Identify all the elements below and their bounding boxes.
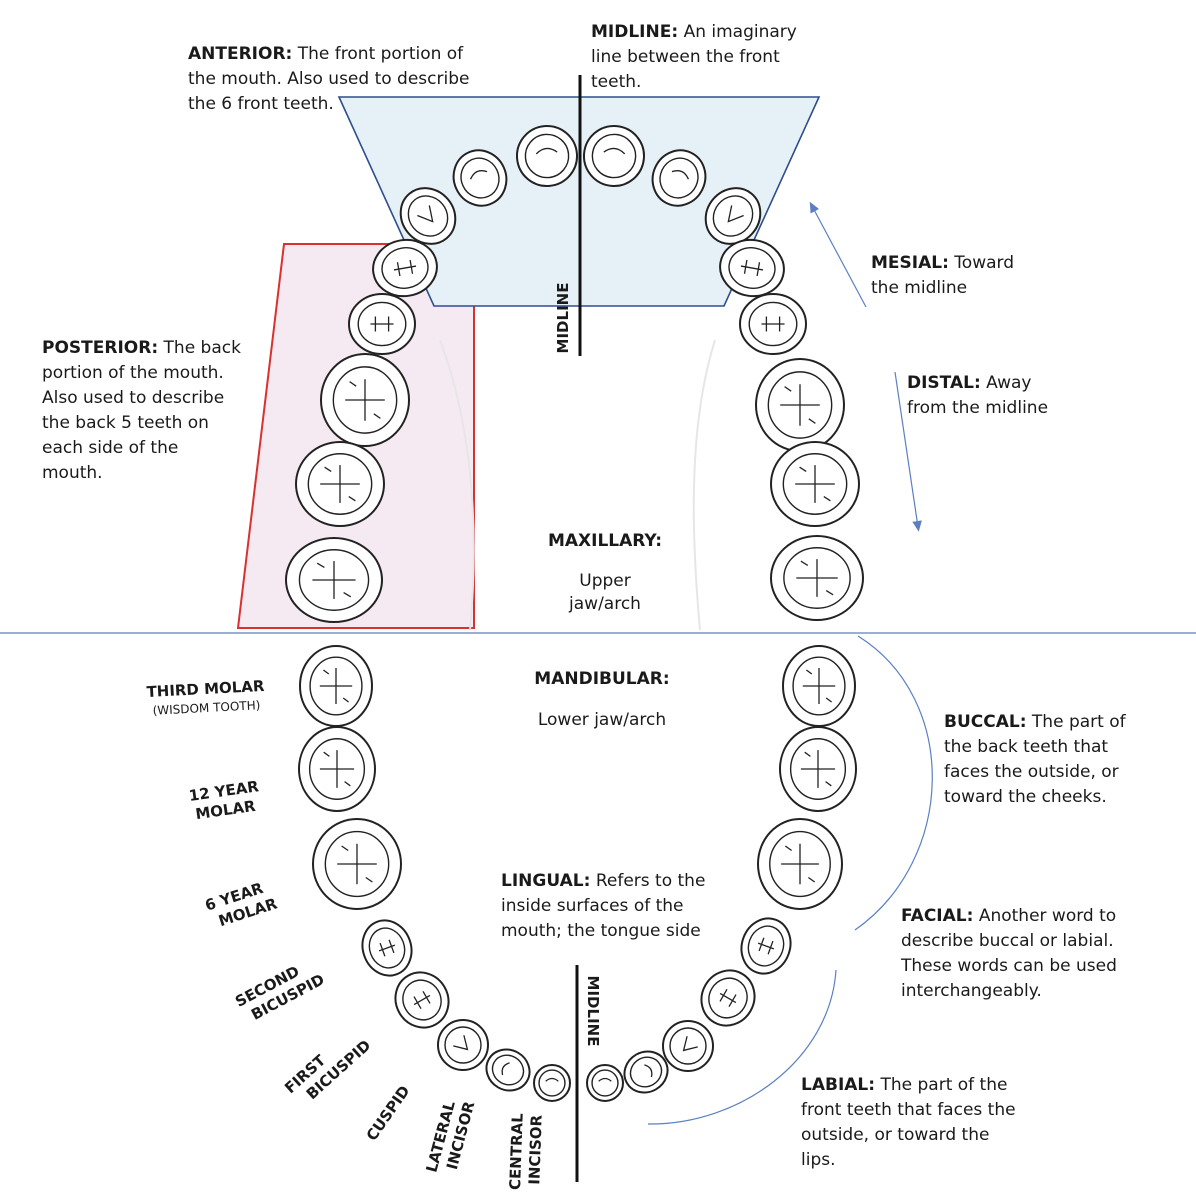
- lower-left-third-molar: [299, 645, 373, 727]
- lingual-term: LINGUAL:: [501, 871, 591, 891]
- facial-definition: FACIAL: Another word to describe buccal …: [901, 904, 1141, 1004]
- third-molar-label: THIRD MOLAR (WISDOM TOOTH): [146, 677, 266, 721]
- central-incisor-line2: INCISOR: [525, 1114, 546, 1185]
- upper-left-lateral-incisor: [452, 149, 508, 207]
- maxillary-definition: MAXILLARY: Upper jaw/arch: [515, 529, 695, 616]
- facial-term: FACIAL:: [901, 906, 974, 926]
- anterior-term: ANTERIOR:: [188, 44, 293, 64]
- lower-left-second-bicuspid: [361, 919, 413, 977]
- posterior-term: POSTERIOR:: [42, 338, 159, 358]
- lower-right-central-incisor: [586, 1064, 624, 1102]
- buccal-definition: BUCCAL: The part of the back teeth that …: [944, 710, 1144, 810]
- lingual-definition: LINGUAL: Refers to the inside surfaces o…: [501, 869, 716, 944]
- labial-text: The part of the front teeth that faces t…: [801, 1075, 1016, 1170]
- lower-right-lateral-incisor: [623, 1050, 669, 1094]
- upper-left-twelve-year-molar: [295, 441, 385, 527]
- lower-left-lateral-incisor: [485, 1048, 531, 1092]
- maxillary-text: Upper jaw/arch: [569, 571, 641, 614]
- anterior-text: The front portion of the mouth. Also use…: [188, 44, 470, 114]
- mesial-definition: MESIAL: Toward the midline: [871, 251, 1031, 301]
- upper-left-six-year-molar: [320, 353, 410, 447]
- midline-definition: MIDLINE: An imaginary line between the f…: [591, 20, 806, 95]
- upper-right-twelve-year-molar: [770, 441, 860, 527]
- upper-right-third-molar: [770, 535, 864, 621]
- labial-term: LABIAL:: [801, 1075, 876, 1095]
- lower-left-twelve-year-molar: [298, 726, 376, 812]
- distal-definition: DISTAL: Away from the midline: [907, 371, 1067, 421]
- labial-arc: [647, 969, 837, 1125]
- facial-text: Another word to describe buccal or labia…: [901, 906, 1117, 1001]
- mandibular-definition: MANDIBULAR: Lower jaw/arch: [497, 667, 707, 733]
- lower-right-third-molar: [782, 645, 856, 727]
- distal-text: Away from the midline: [907, 373, 1049, 418]
- upper-right-cuspid: [704, 187, 762, 245]
- lower-left-first-bicuspid: [394, 971, 450, 1029]
- mesial-term: MESIAL:: [871, 253, 949, 273]
- anterior-definition: ANTERIOR: The front portion of the mouth…: [188, 42, 488, 117]
- upper-left-third-molar: [285, 537, 383, 623]
- upper-right-six-year-molar: [755, 358, 845, 452]
- upper-left-second-bicuspid: [348, 293, 416, 355]
- buccal-term: BUCCAL:: [944, 712, 1027, 732]
- labial-definition: LABIAL: The part of the front teeth that…: [801, 1073, 1016, 1173]
- lower-left-central-incisor: [533, 1064, 571, 1102]
- posterior-text: The back portion of the mouth. Also used…: [42, 338, 241, 483]
- upper-right-first-bicuspid: [719, 238, 785, 298]
- midline-text: An imaginary line between the front teet…: [591, 22, 797, 92]
- upper-left-first-bicuspid: [372, 238, 438, 298]
- distal-arrow: [894, 371, 922, 532]
- lower-left-cuspid: [437, 1019, 489, 1071]
- distal-term: DISTAL:: [907, 373, 981, 393]
- lingual-text: Refers to the inside surfaces of the mou…: [501, 871, 706, 941]
- lower-right-first-bicuspid: [700, 969, 756, 1027]
- teeth-group: [285, 125, 864, 1102]
- upper-left-cuspid: [399, 187, 457, 245]
- mesial-text: Toward the midline: [871, 253, 1014, 298]
- maxillary-term: MAXILLARY:: [547, 531, 663, 551]
- lower-midline-label: MIDLINE: [584, 975, 602, 1047]
- mesial-arrow: [809, 201, 867, 308]
- buccal-text: The part of the back teeth that faces th…: [944, 712, 1126, 807]
- central-incisor-label: CENTRAL INCISOR: [506, 1113, 547, 1191]
- mandibular-term: MANDIBULAR:: [534, 669, 670, 689]
- midline-term: MIDLINE:: [591, 22, 679, 42]
- mandibular-text: Lower jaw/arch: [537, 710, 667, 730]
- upper-left-central-incisor: [516, 125, 578, 187]
- lower-right-twelve-year-molar: [779, 726, 857, 812]
- upper-right-second-bicuspid: [739, 293, 807, 355]
- posterior-definition: POSTERIOR: The back portion of the mouth…: [42, 336, 242, 486]
- upper-right-central-incisor: [583, 125, 645, 187]
- lower-left-six-year-molar: [312, 818, 402, 910]
- buccal-arc: [854, 635, 933, 931]
- lower-right-cuspid: [662, 1020, 714, 1072]
- upper-right-lateral-incisor: [651, 149, 707, 207]
- lower-right-second-bicuspid: [740, 917, 792, 975]
- lower-right-six-year-molar: [757, 818, 843, 910]
- upper-midline-label: MIDLINE: [554, 282, 572, 354]
